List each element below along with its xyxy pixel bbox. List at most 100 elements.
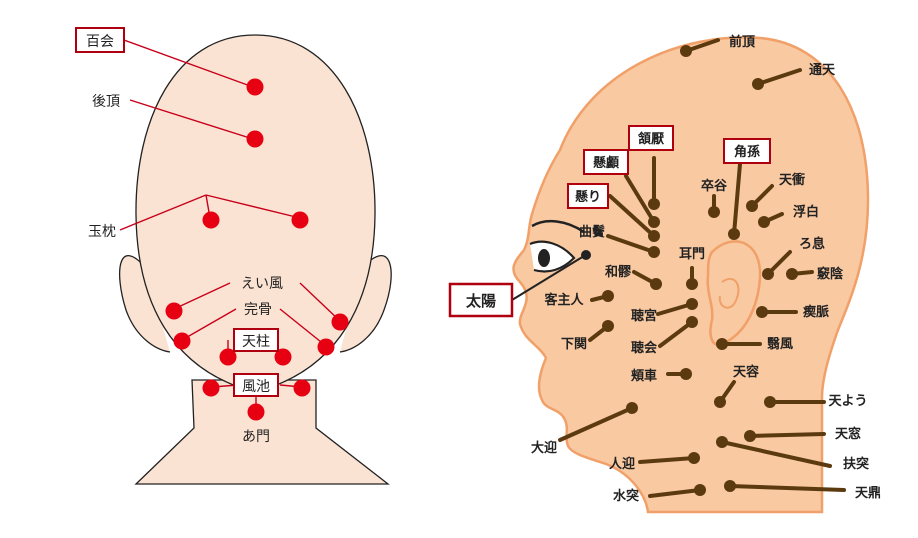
label-kakuson: 角孫 (734, 144, 760, 160)
label-tensho: 天衝 (779, 172, 805, 188)
point-kyokubin (648, 246, 660, 258)
label-futotsu: 扶突 (843, 456, 869, 472)
label-taiyo: 太陽 (466, 292, 496, 310)
point-kyosha (680, 368, 692, 380)
side-ear-inner (718, 277, 740, 309)
label-suitotsu: 水突 (613, 488, 639, 504)
side-eyebrow (531, 219, 585, 234)
label-roshi: ろ息 (799, 236, 825, 252)
side-ear (706, 240, 762, 346)
label-kyakushujin: 客主人 (544, 292, 584, 308)
label-fuhaku: 浮白 (793, 204, 819, 220)
label-jingei: 人迎 (609, 456, 635, 472)
point-eifu2 (716, 338, 728, 350)
point-tenyo (714, 396, 726, 408)
label-box-kenri (567, 183, 609, 209)
point-keimyaku (756, 306, 768, 318)
point-tentei (724, 480, 736, 492)
point-eifu-right (331, 313, 349, 331)
point-fuchi-right (293, 379, 311, 397)
label-box-tenchu (233, 328, 279, 352)
label-zencho: 前頂 (729, 34, 756, 50)
label-hyakue: 百会 (86, 34, 114, 50)
label-kyokubin: 曲鬢 (579, 224, 605, 240)
point-kankotsu-right (317, 338, 335, 356)
label-box-hyakue (75, 27, 125, 53)
label-kenri: 懸り (575, 189, 601, 205)
label-tenchu: 天柱 (242, 334, 270, 350)
label-gocho: 後頂 (92, 94, 120, 110)
point-roshi (762, 268, 774, 280)
point-fuhaku (758, 216, 770, 228)
point-tenchu-left (219, 348, 237, 366)
point-gekan (602, 320, 614, 332)
point-waryo (650, 278, 662, 290)
point-zencho (680, 45, 692, 57)
back-view: 百会 後頂 玉枕 えい風 完骨 天柱 風池 あ門 (75, 27, 392, 485)
point-taiyo (581, 250, 591, 260)
label-chokyu: 聴宮 (631, 308, 657, 324)
point-tsuten (752, 78, 764, 90)
back-neck-shape (134, 379, 390, 485)
label-box-kenro (583, 149, 629, 175)
label-gyokuchin: 玉枕 (88, 224, 116, 240)
point-amon (247, 403, 265, 421)
label-sokkoku: 卒谷 (701, 178, 728, 194)
label-box-kakuson (723, 138, 771, 164)
label-eifu: えい風 (241, 276, 283, 292)
point-chokyu (686, 298, 698, 310)
point-kyakushujin (602, 290, 614, 302)
label-eifu2: 翳風 (767, 337, 793, 352)
point-fuchi-left (202, 379, 220, 397)
label-tsuten: 通天 (809, 62, 836, 78)
point-kenro (648, 216, 660, 228)
label-box-taiyo (448, 282, 514, 318)
label-waryo: 和髎 (605, 264, 632, 280)
side-points (602, 45, 798, 496)
side-labels: 前頂 通天 頷厭 懸顱 懸り 曲鬢 角孫 卒谷 天衝 浮白 ろ息 竅陰 太陽 耳… (448, 34, 881, 504)
label-keimyaku: 瘈脈 (803, 304, 829, 320)
point-ganen (648, 198, 660, 210)
point-tensho (746, 200, 758, 212)
point-eifu-left (165, 302, 183, 320)
point-sokkoku (708, 206, 720, 218)
point-kyoin (786, 268, 798, 280)
point-jimon (686, 278, 698, 290)
point-suitotsu (694, 484, 706, 496)
back-labels: 百会 後頂 玉枕 えい風 完骨 天柱 風池 あ門 (75, 27, 283, 445)
label-box-fuchi (233, 373, 279, 397)
point-tenso (744, 430, 756, 442)
point-tenyo2 (764, 396, 776, 408)
point-kankotsu-left (173, 332, 191, 350)
label-tentei: 天鼎 (855, 486, 881, 501)
label-fuchi: 風池 (242, 379, 270, 395)
back-right-ear (339, 255, 392, 353)
label-box-ganen (628, 125, 674, 151)
point-kakuson (728, 228, 740, 240)
back-points (165, 78, 349, 421)
label-kankotsu: 完骨 (244, 302, 272, 318)
label-jimon: 耳門 (679, 247, 705, 262)
point-daigei (626, 402, 638, 414)
point-futotsu (716, 436, 728, 448)
side-pupil (538, 249, 550, 267)
point-gyokuchin-left (202, 211, 220, 229)
label-tenyo2: 天よう (828, 394, 867, 409)
label-gekan: 下関 (561, 337, 587, 352)
label-kenro: 懸顱 (593, 155, 620, 171)
label-tenso: 天窓 (835, 426, 861, 442)
point-hyakue (246, 78, 264, 96)
label-kyoin: 竅陰 (816, 266, 844, 282)
point-tenchu-right (274, 348, 292, 366)
taiyo-leader-line (511, 255, 585, 301)
label-daigei: 大迎 (531, 440, 557, 456)
point-gyokuchin-right (291, 211, 309, 229)
label-amon: あ門 (242, 429, 270, 445)
point-choe (686, 316, 698, 328)
label-choe: 聴会 (631, 340, 658, 356)
label-kyosha: 頬車 (631, 368, 657, 384)
point-jingei (688, 452, 700, 464)
label-tenyo: 天容 (733, 364, 759, 380)
